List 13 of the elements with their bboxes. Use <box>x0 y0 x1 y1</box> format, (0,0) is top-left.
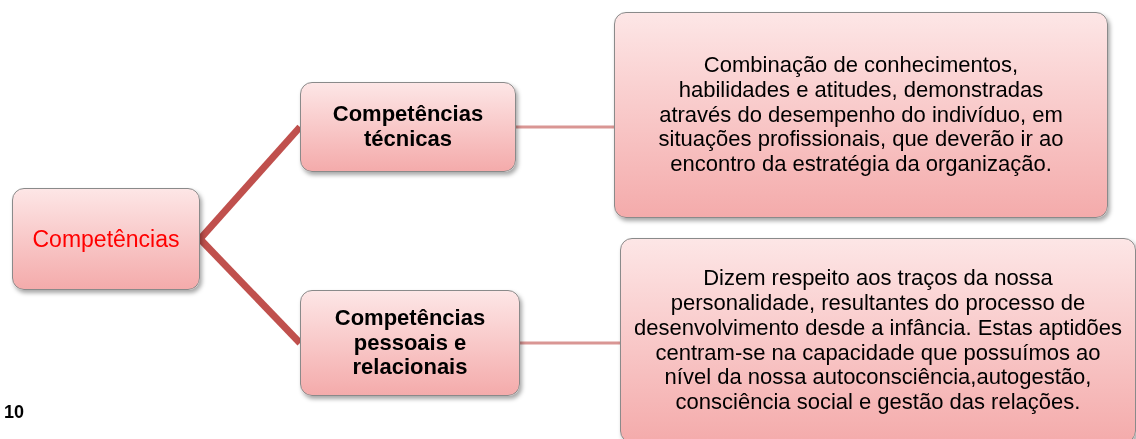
node-text: Competências técnicas <box>331 102 485 152</box>
page-number: 10 <box>4 402 25 423</box>
description-box <box>614 12 1108 218</box>
node-text: Competências pessoais e relacionais <box>333 305 487 381</box>
node-text: Competências <box>32 226 180 252</box>
node-text: Dizem respeito aos traços da nossa personalidade, resultantes do processo de desenvolvimento desde a infância. Estas aptidões centram-se na capacidade que possuímos ao nível da nossa autoconsciência,autogestão, consciência social e gestão das relações. <box>633 265 1123 416</box>
description-box <box>620 238 1136 439</box>
category-box <box>300 290 520 396</box>
category-box <box>300 82 516 172</box>
connector-line <box>516 125 614 129</box>
connector-line <box>520 341 620 345</box>
topic-box <box>12 188 200 290</box>
node-text: Combinação de conhecimentos, habilidades e atitudes, demonstradas através do desempenho do indivíduo, em situações profissionais, que deverão ir ao encontro da estratégia da organização. <box>657 52 1065 178</box>
